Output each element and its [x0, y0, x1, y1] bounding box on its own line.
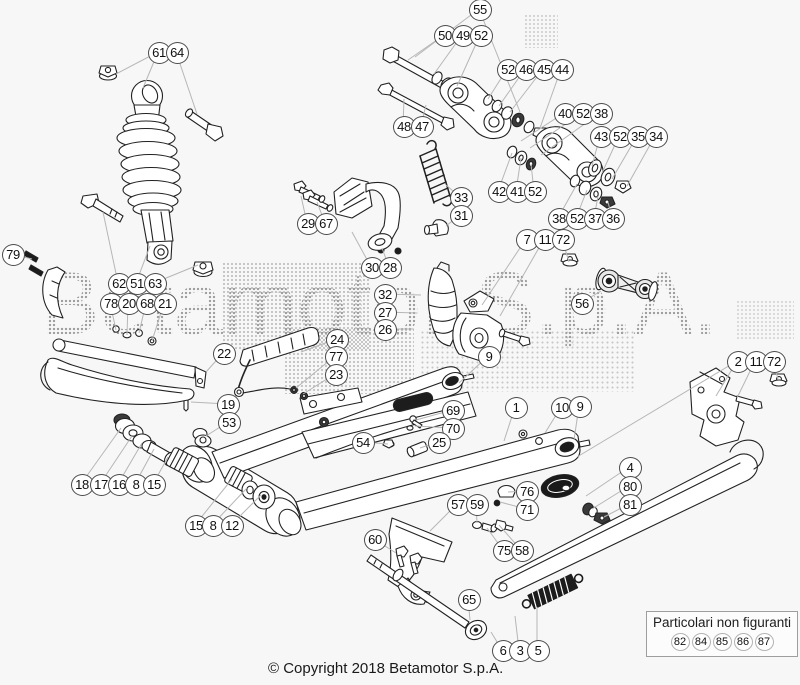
callout-34: 34	[644, 126, 668, 148]
callout-65: 65	[457, 589, 481, 611]
callout-12: 12	[220, 515, 244, 537]
note-part-number: 86	[733, 633, 753, 651]
callout-47: 47	[410, 116, 434, 138]
callout-76: 76	[515, 481, 539, 503]
callout-48: 48	[392, 116, 416, 138]
callout-26: 26	[373, 319, 397, 341]
callout-53: 53	[217, 412, 241, 434]
callout-20: 20	[117, 293, 141, 315]
callout-1: 1	[504, 397, 528, 419]
chain-roller-bracket	[293, 177, 401, 251]
callout-79: 79	[1, 244, 25, 266]
callout-72: 72	[551, 229, 575, 251]
mud-flap-vane	[427, 261, 458, 347]
grommet-53	[192, 427, 212, 448]
callout-28: 28	[378, 257, 402, 279]
missing-parts-title: Particolari non figuranti	[652, 615, 792, 630]
callout-59: 59	[465, 494, 489, 516]
callout-5: 5	[526, 640, 550, 662]
chain-guide-left	[40, 338, 207, 405]
axle-rod-65	[366, 554, 488, 641]
upper-linkage	[377, 46, 550, 140]
callout-21: 21	[153, 293, 177, 315]
note-part-number: 84	[691, 633, 711, 651]
callout-23: 23	[324, 364, 348, 386]
halftone-shading	[736, 300, 794, 340]
callout-37: 37	[583, 208, 607, 230]
callout-71: 71	[515, 499, 539, 521]
callout-60: 60	[363, 529, 387, 551]
note-part-number: 82	[670, 633, 690, 651]
callout-63: 63	[143, 273, 167, 295]
rubber-plug-31	[377, 219, 449, 255]
callout-44: 44	[550, 59, 574, 81]
callout-3: 3	[508, 640, 532, 662]
callout-30: 30	[360, 257, 384, 279]
halftone-shading	[524, 14, 558, 48]
callout-54: 54	[351, 432, 375, 454]
callout-22: 22	[212, 343, 236, 365]
callout-25: 25	[427, 432, 451, 454]
callout-67: 67	[314, 213, 338, 235]
callout-9: 9	[568, 396, 592, 418]
callout-38: 38	[589, 103, 613, 125]
callout-72: 72	[762, 351, 786, 373]
callout-64: 64	[165, 42, 189, 64]
note-part-number: 87	[754, 633, 774, 651]
callout-56: 56	[570, 293, 594, 315]
callout-31: 31	[449, 205, 473, 227]
pivot-bushings-row2	[224, 466, 276, 510]
callout-52: 52	[523, 181, 547, 203]
swingarm	[179, 366, 591, 537]
callout-81: 81	[618, 494, 642, 516]
callout-58: 58	[510, 540, 534, 562]
copyright-text: © Copyright 2018 Betamotor S.p.A.	[268, 660, 504, 677]
callout-36: 36	[601, 208, 625, 230]
note-part-number: 85	[712, 633, 732, 651]
callout-9: 9	[477, 346, 501, 368]
callout-55: 55	[468, 0, 492, 21]
tie-rod-56	[595, 267, 658, 301]
callout-52: 52	[469, 25, 493, 47]
callout-15: 15	[142, 474, 166, 496]
